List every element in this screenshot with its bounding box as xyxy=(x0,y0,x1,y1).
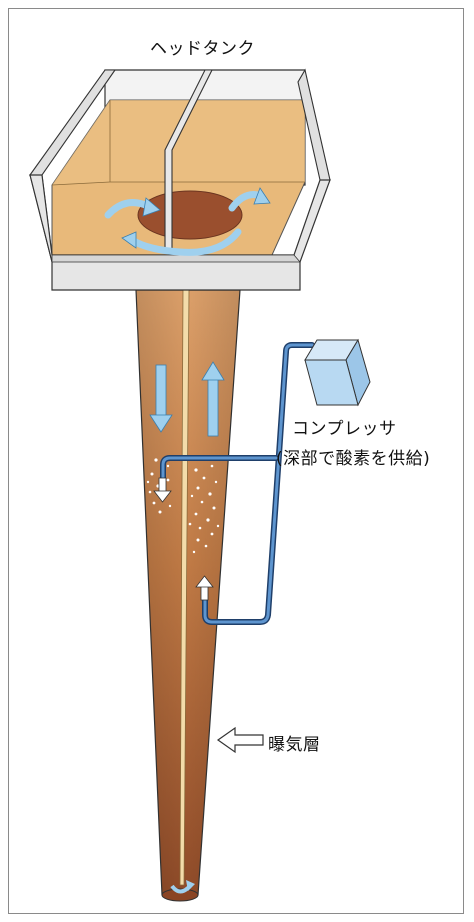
outlet-arrow-down xyxy=(153,477,172,503)
aeration-pointer-arrow xyxy=(216,726,264,754)
shaft xyxy=(135,289,241,902)
outlet-arrow-up xyxy=(195,575,214,601)
compressor-note-label: (深部で酸素を供給) xyxy=(276,449,431,469)
head-tank-label: ヘッドタンク xyxy=(150,39,255,59)
aeration-layer-label: 曝気層 xyxy=(268,735,321,755)
air-pipe xyxy=(160,342,315,625)
upflow-arrow xyxy=(201,361,225,437)
compressor-box xyxy=(304,338,371,407)
downflow-arrow xyxy=(149,364,173,433)
head-tank xyxy=(28,68,331,291)
compressor-label: コンプレッサ xyxy=(292,419,397,439)
